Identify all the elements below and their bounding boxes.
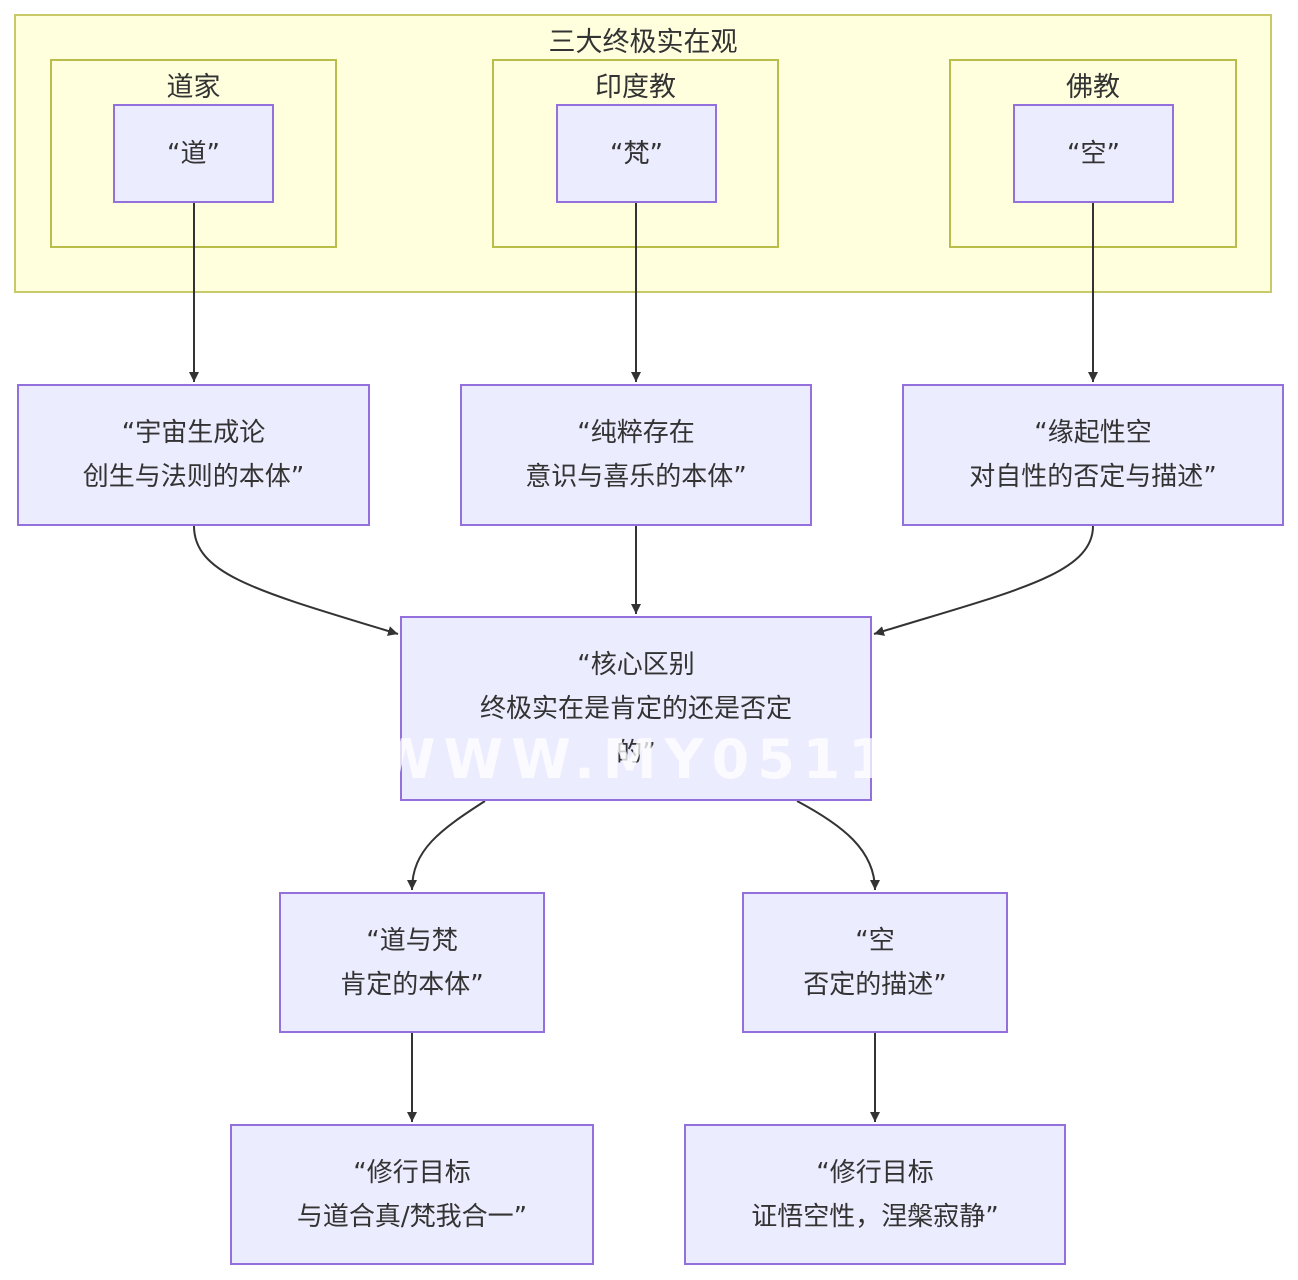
- node-line: “空: [855, 925, 895, 956]
- node-line: “核心区别: [577, 649, 695, 680]
- node-emptiness-label: “空”: [1067, 138, 1120, 169]
- edge-core-to-affirmative: [407, 800, 486, 891]
- node-goal-affirmative[interactable]: “修行目标 与道合真/梵我合一”: [230, 1124, 594, 1265]
- node-dao[interactable]: “道”: [113, 104, 274, 203]
- node-line: 肯定的本体”: [340, 969, 484, 1000]
- group-title: 三大终极实在观: [548, 27, 738, 58]
- subgroup-title-daoism: 道家: [166, 72, 221, 103]
- node-core-difference[interactable]: “核心区别 终极实在是肯定的还是否定 的”: [400, 616, 872, 801]
- node-line: “修行目标: [816, 1157, 934, 1188]
- node-hindu-view[interactable]: “纯粹存在 意识与喜乐的本体”: [460, 384, 812, 526]
- node-line: 证悟空性，涅槃寂静”: [751, 1201, 999, 1232]
- node-brahman-label: “梵”: [610, 138, 663, 169]
- subgroup-title-buddhism: 佛教: [1066, 72, 1120, 103]
- watermark: WWW.MY0511.CC: [400, 728, 872, 791]
- node-line: “纯粹存在: [577, 418, 695, 448]
- node-line: “修行目标: [353, 1157, 471, 1188]
- node-dao-label: “道”: [167, 138, 220, 169]
- node-line: 否定的描述”: [803, 969, 947, 1000]
- edge-core-to-negative: [796, 800, 880, 891]
- node-buddhist-view[interactable]: “缘起性空 对自性的否定与描述”: [902, 384, 1284, 526]
- node-goal-negative[interactable]: “修行目标 证悟空性，涅槃寂静”: [684, 1124, 1066, 1265]
- node-line: “道与梵: [366, 925, 458, 956]
- edge-daoist-view-to-core: [193, 525, 399, 636]
- node-line: 对自性的否定与描述”: [969, 462, 1217, 492]
- node-emptiness[interactable]: “空”: [1013, 104, 1174, 203]
- node-line: 与道合真/梵我合一”: [296, 1201, 528, 1232]
- node-line: 的”: [616, 737, 656, 768]
- node-negative[interactable]: “空 否定的描述”: [742, 892, 1008, 1033]
- node-daoist-view[interactable]: “宇宙生成论 创生与法则的本体”: [17, 384, 370, 526]
- node-line: “缘起性空: [1034, 418, 1152, 448]
- node-line: 终极实在是肯定的还是否定: [479, 693, 792, 724]
- subgroup-title-hinduism: 印度教: [595, 72, 676, 103]
- node-line: 意识与喜乐的本体”: [525, 462, 747, 492]
- node-line: “宇宙生成论: [121, 418, 266, 448]
- edge-buddhist-view-to-core: [873, 525, 1094, 636]
- node-affirmative[interactable]: “道与梵 肯定的本体”: [279, 892, 545, 1033]
- node-line: 创生与法则的本体”: [82, 462, 305, 492]
- node-brahman[interactable]: “梵”: [556, 104, 717, 203]
